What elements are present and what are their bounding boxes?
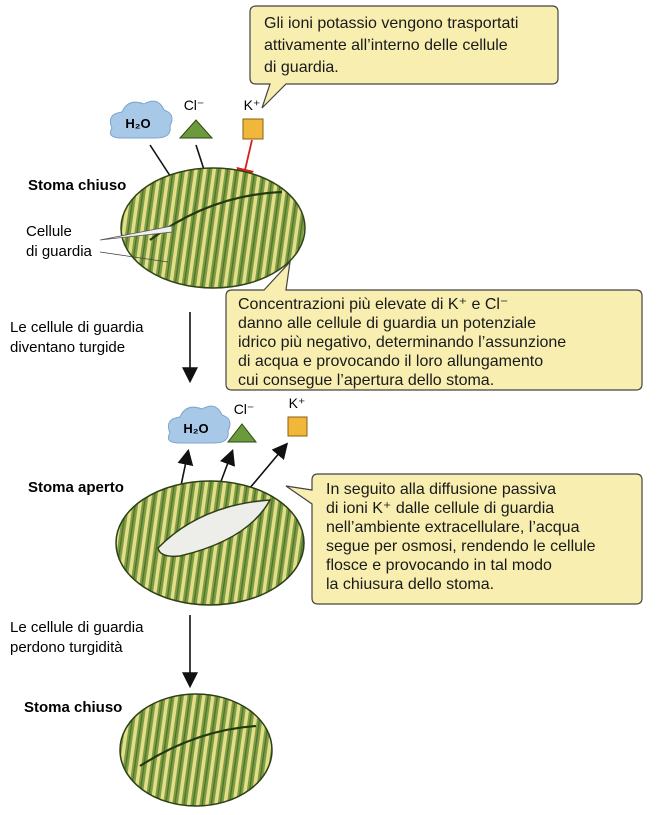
step-turgid-line: Le cellule di guardia	[10, 319, 144, 336]
stage-label-closed-2: Stoma chiuso	[24, 699, 122, 716]
potassium-square-icon	[287, 416, 308, 437]
guard-cells-label: Cellule di guardia	[26, 223, 173, 263]
svg-text:K⁺: K⁺	[289, 395, 306, 411]
step-lose-line: perdono turgidità	[10, 639, 123, 656]
callout-lower-line: di ioni K⁺ dalle cellule di guardia	[326, 500, 554, 517]
svg-text:Cellule: Cellule	[26, 223, 72, 240]
callout-middle-line: cui consegue l’apertura dello stoma.	[238, 372, 494, 389]
callout-top-line: di guardia.	[264, 59, 339, 76]
callout-top-line: Gli ioni potassio vengono trasportati	[264, 15, 518, 32]
callout-middle-line: idrico più negativo, determinando l’assu…	[238, 334, 566, 351]
stage-label-open: Stoma aperto	[28, 479, 124, 496]
potassium-square-icon	[242, 118, 264, 140]
svg-text:Cl⁻: Cl⁻	[234, 401, 255, 417]
water-cloud-icon: H₂O	[109, 100, 173, 139]
callout-middle-line: Concentrazioni più elevate di K⁺ e Cl⁻	[238, 296, 508, 313]
callout-top-line: attivamente all’interno delle cellule	[264, 37, 508, 54]
stoma-closed-2	[119, 693, 273, 807]
callout-middle: Concentrazioni più elevate di K⁺ e Cl⁻ d…	[225, 260, 643, 391]
callout-lower-line: la chiusura dello stoma.	[326, 576, 494, 593]
stoma-open	[115, 480, 305, 606]
ions-middle: H₂O Cl⁻ K⁺	[167, 395, 308, 444]
potassium-label: K⁺	[244, 97, 261, 113]
callout-lower-line: In seguito alla diffusione passiva	[326, 481, 556, 498]
ions-top: H₂O Cl⁻ K⁺	[109, 97, 264, 140]
callout-middle-line: danno alle cellule di guardia un potenzi…	[238, 315, 536, 332]
callout-middle-line: di acqua e provocando il loro allungamen…	[238, 353, 543, 370]
svg-text:H₂O: H₂O	[183, 421, 208, 436]
water-cloud-icon: H₂O	[167, 405, 231, 444]
chloride-label: Cl⁻	[184, 97, 205, 113]
svg-text:di guardia: di guardia	[26, 243, 93, 260]
callout-lower: In seguito alla diffusione passiva di io…	[285, 473, 643, 605]
step-turgid-line: diventano turgide	[10, 339, 125, 356]
callout-top: Gli ioni potassio vengono trasportati at…	[249, 5, 559, 109]
chloride-triangle-icon	[226, 423, 258, 443]
callout-lower-line: segue per osmosi, rendendo le cellule	[326, 538, 596, 555]
callout-lower-line: flosce e provocando in tal modo	[326, 557, 552, 574]
stoma-closed-1	[120, 167, 306, 289]
chloride-triangle-icon	[178, 119, 214, 139]
step-lose-line: Le cellule di guardia	[10, 619, 144, 636]
callout-lower-line: nell’ambiente extracellulare, l’acqua	[326, 519, 580, 536]
stage-label-closed-1: Stoma chiuso	[28, 177, 126, 194]
water-label: H₂O	[125, 116, 150, 131]
